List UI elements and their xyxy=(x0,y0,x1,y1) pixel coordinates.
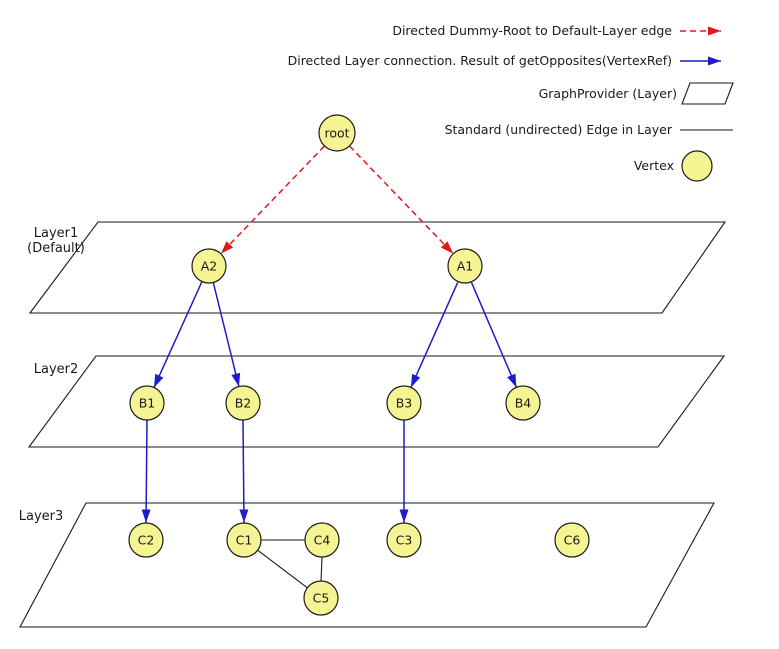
vertex-C4-circle xyxy=(304,522,340,558)
vertex-B1-circle xyxy=(129,385,165,421)
layer1-label: Layer1 xyxy=(34,226,79,241)
vertex-root-circle xyxy=(318,114,356,152)
vertices: root A2 A1 B1 B2 B3 B4 C2 xyxy=(128,114,590,616)
vertex-C5: C5 xyxy=(303,580,339,616)
edge-B1-C2 xyxy=(141,420,151,523)
vertex-C6: C6 xyxy=(554,522,590,558)
edge-A2-B2 xyxy=(212,282,241,387)
legend: Directed Dummy-Root to Default-Layer edg… xyxy=(288,23,734,182)
layer1-sublabel: (Default) xyxy=(27,241,85,256)
layers: Layer1 (Default) Layer2 Layer3 xyxy=(19,221,727,628)
vertex-A2-circle xyxy=(191,248,227,284)
vertex-C4: C4 xyxy=(304,522,340,558)
vertex-C6-circle xyxy=(554,522,590,558)
legend-label-graph-provider: GraphProvider (Layer) xyxy=(539,86,677,101)
vertex-C3: C3 xyxy=(386,522,422,558)
vertex-C3-label: C3 xyxy=(396,533,413,548)
vertex-B1: B1 xyxy=(129,385,165,421)
vertex-B4-circle xyxy=(505,385,541,421)
edge-A1-B3 xyxy=(410,282,459,388)
edge-root-A2 xyxy=(220,145,326,255)
legend-label-standard-edge: Standard (undirected) Edge in Layer xyxy=(445,122,673,137)
layer3-parallelogram xyxy=(19,502,715,628)
vertex-C3-circle xyxy=(386,522,422,558)
edge-C1-C5 xyxy=(257,549,308,589)
layer2-parallelogram xyxy=(27,355,726,448)
vertex-B2: B2 xyxy=(225,385,261,421)
edge-B2-C1 xyxy=(239,420,249,523)
vertex-A1-circle xyxy=(447,248,483,284)
vertex-C4-label: C4 xyxy=(314,533,331,548)
vertex-A2: A2 xyxy=(191,248,227,284)
vertex-C2-label: C2 xyxy=(138,533,155,548)
vertex-B3-circle xyxy=(386,385,422,421)
vertex-A1-label: A1 xyxy=(457,259,474,274)
vertex-C2-circle xyxy=(128,522,164,558)
vertex-B3-label: B3 xyxy=(396,396,413,411)
vertex-C1: C1 xyxy=(226,522,262,558)
legend-label-layer-connection: Directed Layer connection. Result of get… xyxy=(288,53,672,68)
vertex-B2-circle xyxy=(225,385,261,421)
edge-A2-B1 xyxy=(153,281,203,388)
edge-C4-C5 xyxy=(320,556,323,582)
vertex-A2-label: A2 xyxy=(201,259,218,274)
vertex-C2: C2 xyxy=(128,522,164,558)
vertex-B3: B3 xyxy=(386,385,422,421)
legend-label-vertex: Vertex xyxy=(634,158,674,173)
vertex-B1-label: B1 xyxy=(139,396,156,411)
vertex-B2-label: B2 xyxy=(235,396,252,411)
vertex-A1: A1 xyxy=(447,248,483,284)
vertex-C5-circle xyxy=(303,580,339,616)
edge-A1-B4 xyxy=(470,282,518,388)
vertex-B4: B4 xyxy=(505,385,541,421)
edges xyxy=(141,145,518,589)
layer3-label: Layer3 xyxy=(19,509,64,524)
parallelogram-icon xyxy=(681,82,734,105)
vertex-C6-label: C6 xyxy=(564,533,581,548)
vertex-root-label: root xyxy=(324,126,349,141)
vertex-B4-label: B4 xyxy=(515,396,532,411)
vertex-C1-circle xyxy=(226,522,262,558)
layer1-parallelogram xyxy=(28,221,727,314)
yellow-circle-icon xyxy=(681,150,713,182)
legend-label-dummy-root-edge: Directed Dummy-Root to Default-Layer edg… xyxy=(392,23,672,38)
vertex-root: root xyxy=(318,114,356,152)
vertex-C1-label: C1 xyxy=(236,533,253,548)
vertex-C5-label: C5 xyxy=(313,591,330,606)
edge-root-A1 xyxy=(348,145,454,255)
layer2-label: Layer2 xyxy=(34,362,79,377)
